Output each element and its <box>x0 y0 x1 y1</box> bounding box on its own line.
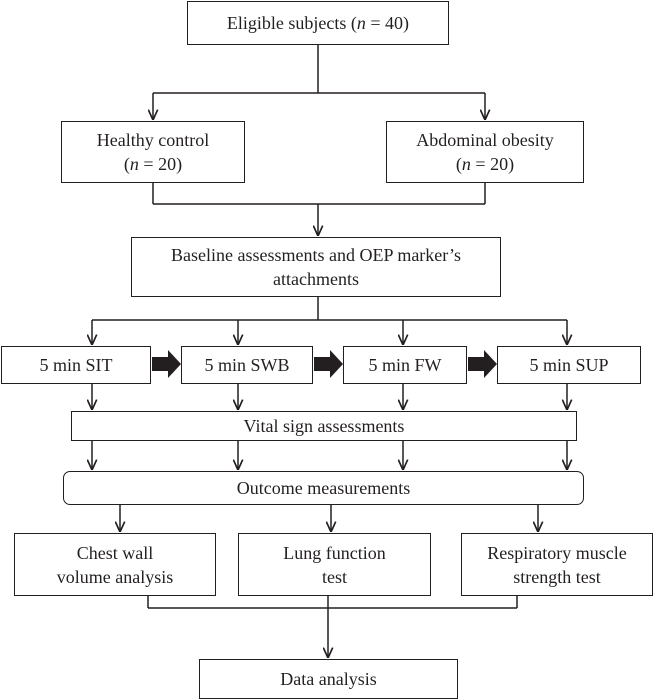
n-symbol: n <box>356 13 366 33</box>
eligible-subjects-label: Eligible subjects (n = 40) <box>226 13 410 33</box>
baseline-assessments-box: Baseline assessments and OEP marker’s at… <box>131 237 501 297</box>
healthy-control-label: Healthy control <box>96 130 210 150</box>
data-analysis-label: Data analysis <box>280 669 377 689</box>
thick-arrow-fw-to-sup <box>468 350 497 378</box>
baseline-label-line1: Baseline assessments and OEP marker’s <box>171 245 461 265</box>
respiratory-muscle-box: Respiratory muscle strength test <box>461 533 653 596</box>
condition-sit-box: 5 min SIT <box>1 346 151 384</box>
thick-arrow-swb-to-fw <box>314 350 343 378</box>
condition-fw-label: 5 min FW <box>368 355 442 375</box>
thick-arrow-sit-to-swb <box>152 350 181 378</box>
vital-sign-label: Vital sign assessments <box>243 416 405 436</box>
chest-wall-label-line1: Chest wall <box>76 542 154 563</box>
condition-sup-box: 5 min SUP <box>497 346 641 384</box>
respiratory-muscle-label-line1: Respiratory muscle <box>487 542 627 563</box>
condition-sit-label: 5 min SIT <box>39 355 113 375</box>
baseline-label-line2: attachments <box>273 269 359 289</box>
lung-function-label-line1: Lung function <box>283 542 386 563</box>
lung-function-box: Lung function test <box>238 533 431 596</box>
healthy-control-count: (n = 20) <box>123 154 183 174</box>
abdominal-obesity-label: Abdominal obesity <box>416 130 554 150</box>
n-symbol: n <box>129 154 139 174</box>
healthy-control-box: Healthy control (n = 20) <box>61 121 245 183</box>
lung-function-label-line2: test <box>322 566 347 587</box>
abdominal-obesity-count: (n = 20) <box>455 154 515 174</box>
outcome-measurements-label: Outcome measurements <box>236 478 411 498</box>
chest-wall-label-line2: volume analysis <box>56 566 174 587</box>
condition-fw-box: 5 min FW <box>343 346 467 384</box>
condition-sup-label: 5 min SUP <box>529 355 609 375</box>
vital-sign-box: Vital sign assessments <box>71 411 577 441</box>
eligible-subjects-box: Eligible subjects (n = 40) <box>187 1 449 45</box>
condition-swb-label: 5 min SWB <box>204 355 290 375</box>
chest-wall-box: Chest wall volume analysis <box>14 533 216 596</box>
data-analysis-box: Data analysis <box>199 659 458 699</box>
abdominal-obesity-box: Abdominal obesity (n = 20) <box>386 121 584 183</box>
outcome-measurements-box: Outcome measurements <box>63 471 584 505</box>
condition-swb-box: 5 min SWB <box>181 346 313 384</box>
respiratory-muscle-label-line2: strength test <box>513 566 601 587</box>
n-symbol: n <box>461 154 471 174</box>
